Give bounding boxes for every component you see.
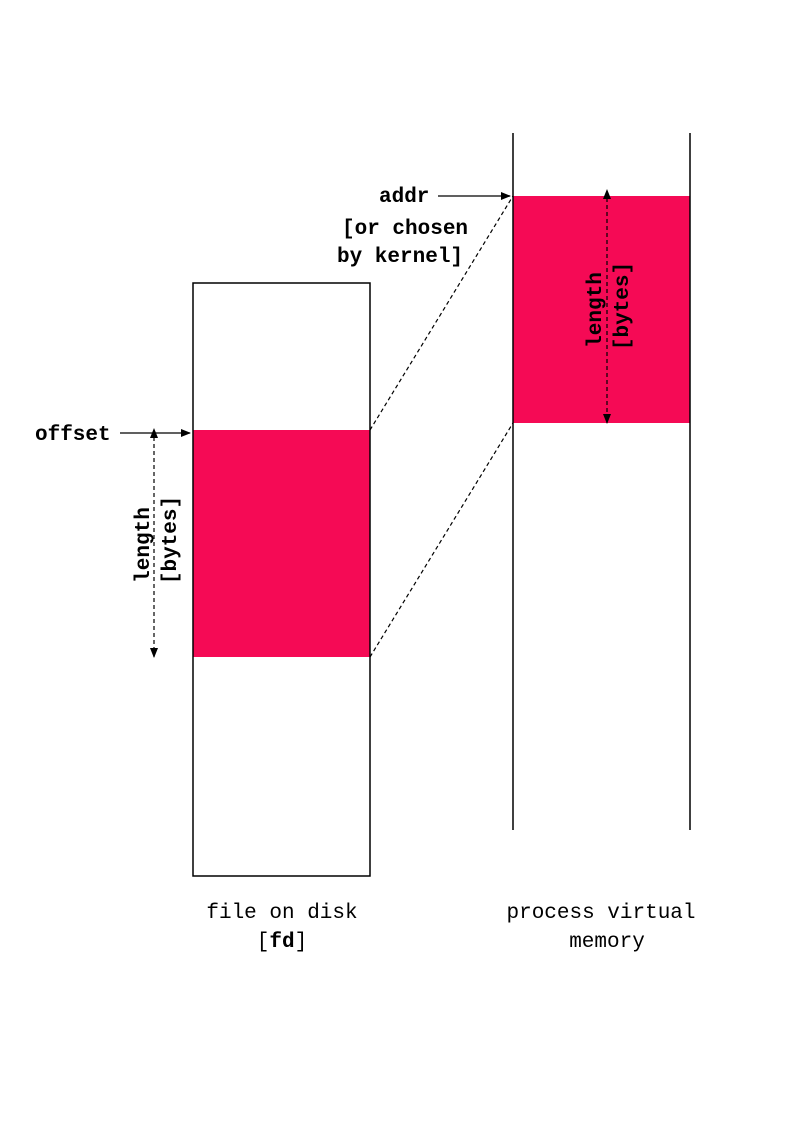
memory-bytes-label: [bytes] [612, 262, 635, 350]
file-mapped-region [193, 430, 370, 657]
addr-label: addr [379, 186, 429, 209]
mapping-line-bottom [369, 422, 514, 658]
file-caption-fd: fd [269, 931, 294, 954]
file-caption-open-bracket: [ [257, 931, 270, 954]
memory-mapped-region [513, 196, 690, 423]
file-caption-close-bracket: ] [295, 931, 308, 954]
file-caption-line1: file on disk [206, 902, 357, 925]
offset-label: offset [35, 424, 111, 447]
file-length-label: length [133, 507, 156, 583]
addr-note-line2: by kernel] [337, 246, 463, 269]
mapping-line-top [369, 195, 514, 431]
file-on-disk-box [192, 282, 371, 877]
file-bytes-label: [bytes] [160, 496, 183, 584]
memory-length-label: length [585, 272, 608, 348]
memory-caption-line2: memory [569, 931, 645, 954]
file-caption-line2: [fd] [257, 931, 307, 954]
memory-caption-line1: process virtual [506, 902, 695, 925]
addr-note-line1: [or chosen [342, 218, 468, 241]
